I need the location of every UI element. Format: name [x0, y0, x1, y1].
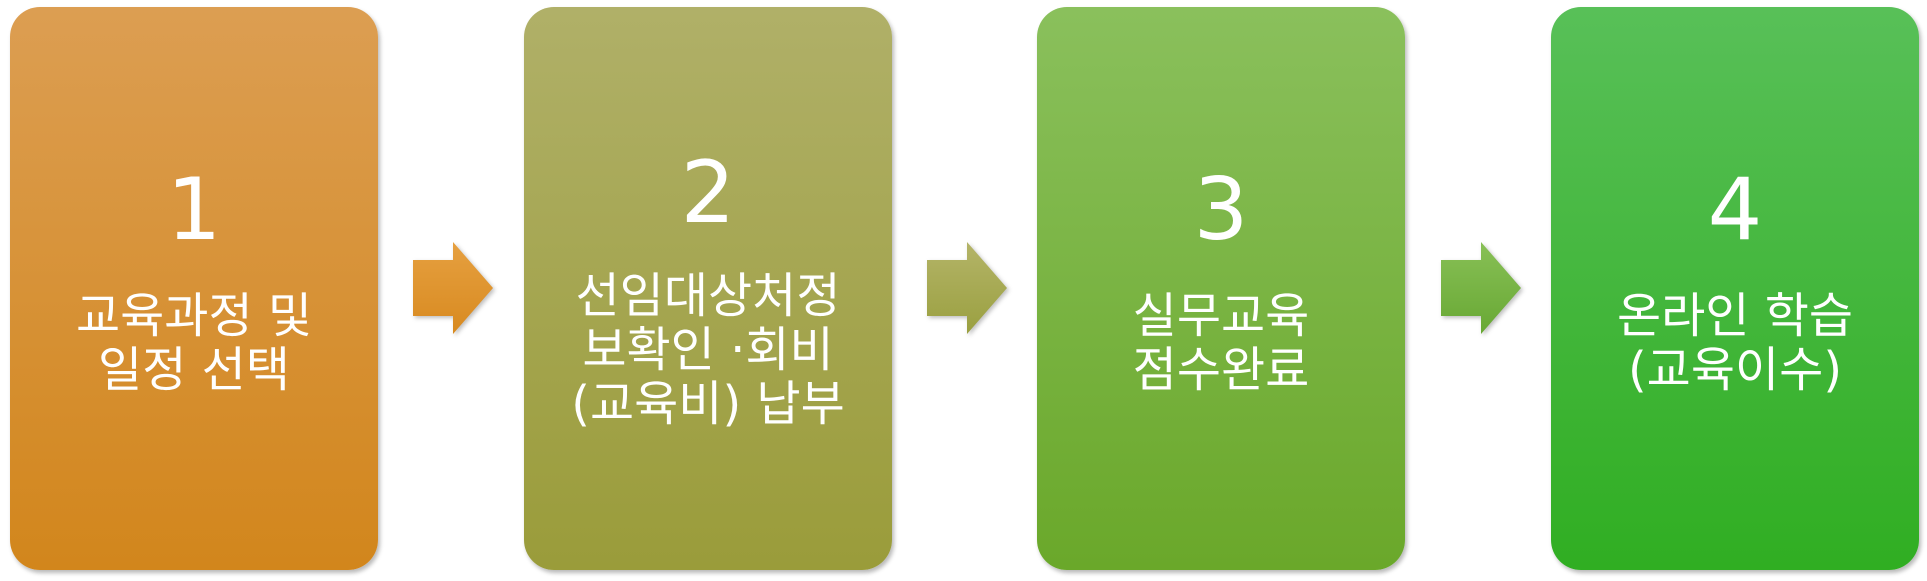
step-box-2: 2 선임대상처정 보확인 ·회비 (교육비) 납부 [524, 7, 892, 570]
step-box-4: 4 온라인 학습 (교육이수) [1551, 7, 1919, 570]
step-label-4: 온라인 학습 (교육이수) [1616, 288, 1854, 398]
step-number-1: 1 [166, 160, 222, 260]
step-box-1: 1 교육과정 및 일정 선택 [10, 7, 378, 570]
right-arrow-icon [927, 242, 1007, 334]
step-number-4: 4 [1707, 160, 1763, 260]
step-label-2: 선임대상처정 보확인 ·회비 (교육비) 납부 [571, 268, 845, 432]
step-number-2: 2 [680, 143, 736, 243]
step-number-3: 3 [1193, 160, 1249, 260]
right-arrow-icon [1441, 242, 1521, 334]
step-label-3: 실무교육 점수완료 [1132, 288, 1310, 398]
step-label-1: 교육과정 및 일정 선택 [75, 288, 313, 398]
step-box-3: 3 실무교육 점수완료 [1037, 7, 1405, 570]
right-arrow-icon [413, 242, 493, 334]
